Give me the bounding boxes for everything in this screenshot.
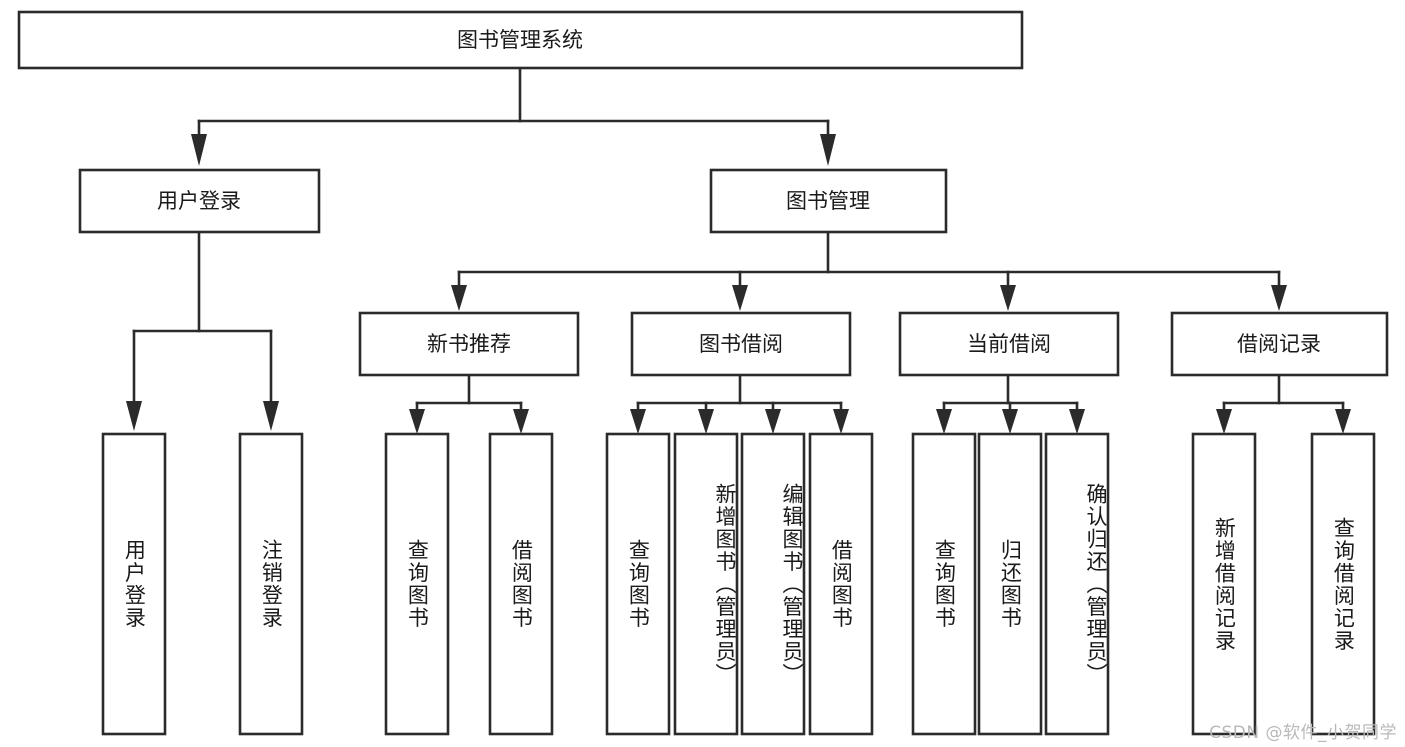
node-root-system[interactable]: 图书管理系统: [17, 10, 1024, 70]
arrow-head-icon: [513, 409, 529, 434]
arrow-head-icon: [451, 285, 467, 311]
node-box-leaf[interactable]: [605, 432, 671, 736]
arrow-head-icon: [1335, 409, 1351, 434]
node-box-leaf[interactable]: [673, 432, 739, 736]
node-box-borrow-record[interactable]: [1170, 311, 1389, 377]
node-label-current-borrow: 当前借阅: [967, 332, 1051, 356]
node-box-leaf[interactable]: [740, 432, 806, 736]
node-box-leaf[interactable]: [238, 432, 304, 736]
connector-group-new-book: [409, 373, 529, 434]
arrow-head-icon: [833, 409, 849, 434]
watermark-text: CSDN @软件_小贺同学: [1209, 723, 1397, 743]
node-label-user-login: 用户登录: [157, 189, 241, 213]
node-user-login[interactable]: 用户登录: [78, 168, 321, 234]
node-current-borrow[interactable]: 当前借阅: [898, 311, 1120, 377]
arrow-head-icon: [126, 401, 142, 431]
node-box-leaf[interactable]: [911, 432, 977, 736]
leaf-boxes-book-borrow: [605, 432, 874, 736]
leaf-boxes-borrow-record: [1191, 432, 1376, 736]
node-box-leaf[interactable]: [384, 432, 450, 736]
node-box-book-manage[interactable]: [709, 168, 948, 234]
node-box-leaf[interactable]: [488, 432, 554, 736]
leaf-boxes-new-book-recommend: [384, 432, 554, 736]
connector-group-user-login: [126, 230, 279, 431]
node-book-borrow[interactable]: 图书借阅: [630, 311, 852, 377]
node-label-borrow-record: 借阅记录: [1237, 332, 1321, 356]
connector-group-book-manage: [451, 230, 1287, 311]
arrow-head-icon: [820, 134, 836, 166]
node-box-leaf[interactable]: [101, 432, 167, 736]
arrow-head-icon: [1002, 409, 1018, 434]
arrow-head-icon: [732, 285, 748, 311]
node-book-manage[interactable]: 图书管理: [709, 168, 948, 234]
leaf-boxes-user-login: [101, 432, 304, 736]
arrow-head-icon: [765, 409, 781, 434]
arrow-head-icon: [1069, 409, 1085, 434]
node-label-root: 图书管理系统: [457, 28, 583, 52]
arrow-head-icon: [1000, 285, 1016, 311]
connector-group-root: [191, 66, 836, 166]
node-box-new-book-recommend[interactable]: [358, 311, 580, 377]
node-box-leaf[interactable]: [1044, 432, 1110, 736]
arrow-head-icon: [698, 409, 714, 434]
connector-group-current-borrow: [936, 373, 1085, 434]
arrow-head-icon: [630, 409, 646, 434]
leaf-boxes-current-borrow: [911, 432, 1110, 736]
node-new-book-recommend[interactable]: 新书推荐: [358, 311, 580, 377]
arrow-head-icon: [263, 401, 279, 431]
arrow-head-icon: [191, 134, 207, 166]
node-box-leaf[interactable]: [977, 432, 1043, 736]
arrow-head-icon: [1271, 285, 1287, 311]
connector-group-borrow-record: [1216, 373, 1351, 434]
arrow-head-icon: [1216, 409, 1232, 434]
node-box-root[interactable]: [17, 10, 1024, 70]
node-box-leaf[interactable]: [1310, 432, 1376, 736]
connector-group-book-borrow: [630, 373, 849, 434]
arrow-head-icon: [409, 409, 425, 434]
node-borrow-record[interactable]: 借阅记录: [1170, 311, 1389, 377]
node-label-book-manage: 图书管理: [786, 189, 870, 213]
node-box-book-borrow[interactable]: [630, 311, 852, 377]
node-label-book-borrow: 图书借阅: [699, 332, 783, 356]
node-box-current-borrow[interactable]: [898, 311, 1120, 377]
node-box-leaf[interactable]: [808, 432, 874, 736]
node-box-user-login[interactable]: [78, 168, 321, 234]
arrow-head-icon: [936, 409, 952, 434]
node-label-new-book-recommend: 新书推荐: [427, 332, 511, 356]
node-box-leaf[interactable]: [1191, 432, 1257, 736]
